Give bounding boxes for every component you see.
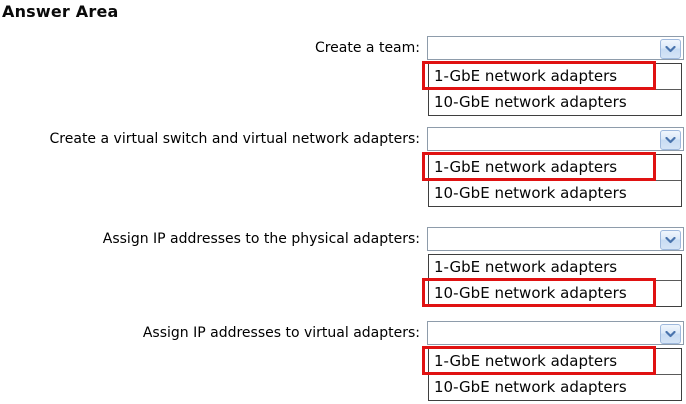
option-1gbe[interactable]: 1-GbE network adapters	[429, 255, 681, 280]
dropdown-ip-virtual[interactable]	[427, 321, 684, 345]
option-10gbe[interactable]: 10-GbE network adapters	[429, 280, 681, 306]
question-label: Create a virtual switch and virtual netw…	[49, 131, 420, 147]
dropdown-virtual-switch[interactable]	[427, 127, 684, 151]
question-label: Create a team:	[314, 40, 420, 56]
option-10gbe[interactable]: 10-GbE network adapters	[429, 374, 681, 400]
dropdown-options-list: 1-GbE network adapters 10-GbE network ad…	[428, 154, 682, 207]
chevron-down-icon[interactable]	[660, 130, 681, 150]
chevron-down-icon[interactable]	[660, 39, 681, 59]
option-1gbe[interactable]: 1-GbE network adapters	[429, 155, 681, 180]
option-1gbe[interactable]: 1-GbE network adapters	[429, 64, 681, 89]
page-title: Answer Area	[2, 2, 119, 21]
chevron-down-icon[interactable]	[660, 230, 681, 250]
option-1gbe[interactable]: 1-GbE network adapters	[429, 349, 681, 374]
dropdown-create-team[interactable]	[427, 36, 684, 60]
option-10gbe[interactable]: 10-GbE network adapters	[429, 180, 681, 206]
dropdown-options-list: 1-GbE network adapters 10-GbE network ad…	[428, 63, 682, 116]
dropdown-options-list: 1-GbE network adapters 10-GbE network ad…	[428, 254, 682, 307]
chevron-down-icon[interactable]	[660, 324, 681, 344]
question-label: Assign IP addresses to virtual adapters:	[142, 325, 420, 341]
question-label: Assign IP addresses to the physical adap…	[102, 231, 420, 247]
option-10gbe[interactable]: 10-GbE network adapters	[429, 89, 681, 115]
dropdown-ip-physical[interactable]	[427, 227, 684, 251]
dropdown-options-list: 1-GbE network adapters 10-GbE network ad…	[428, 348, 682, 401]
